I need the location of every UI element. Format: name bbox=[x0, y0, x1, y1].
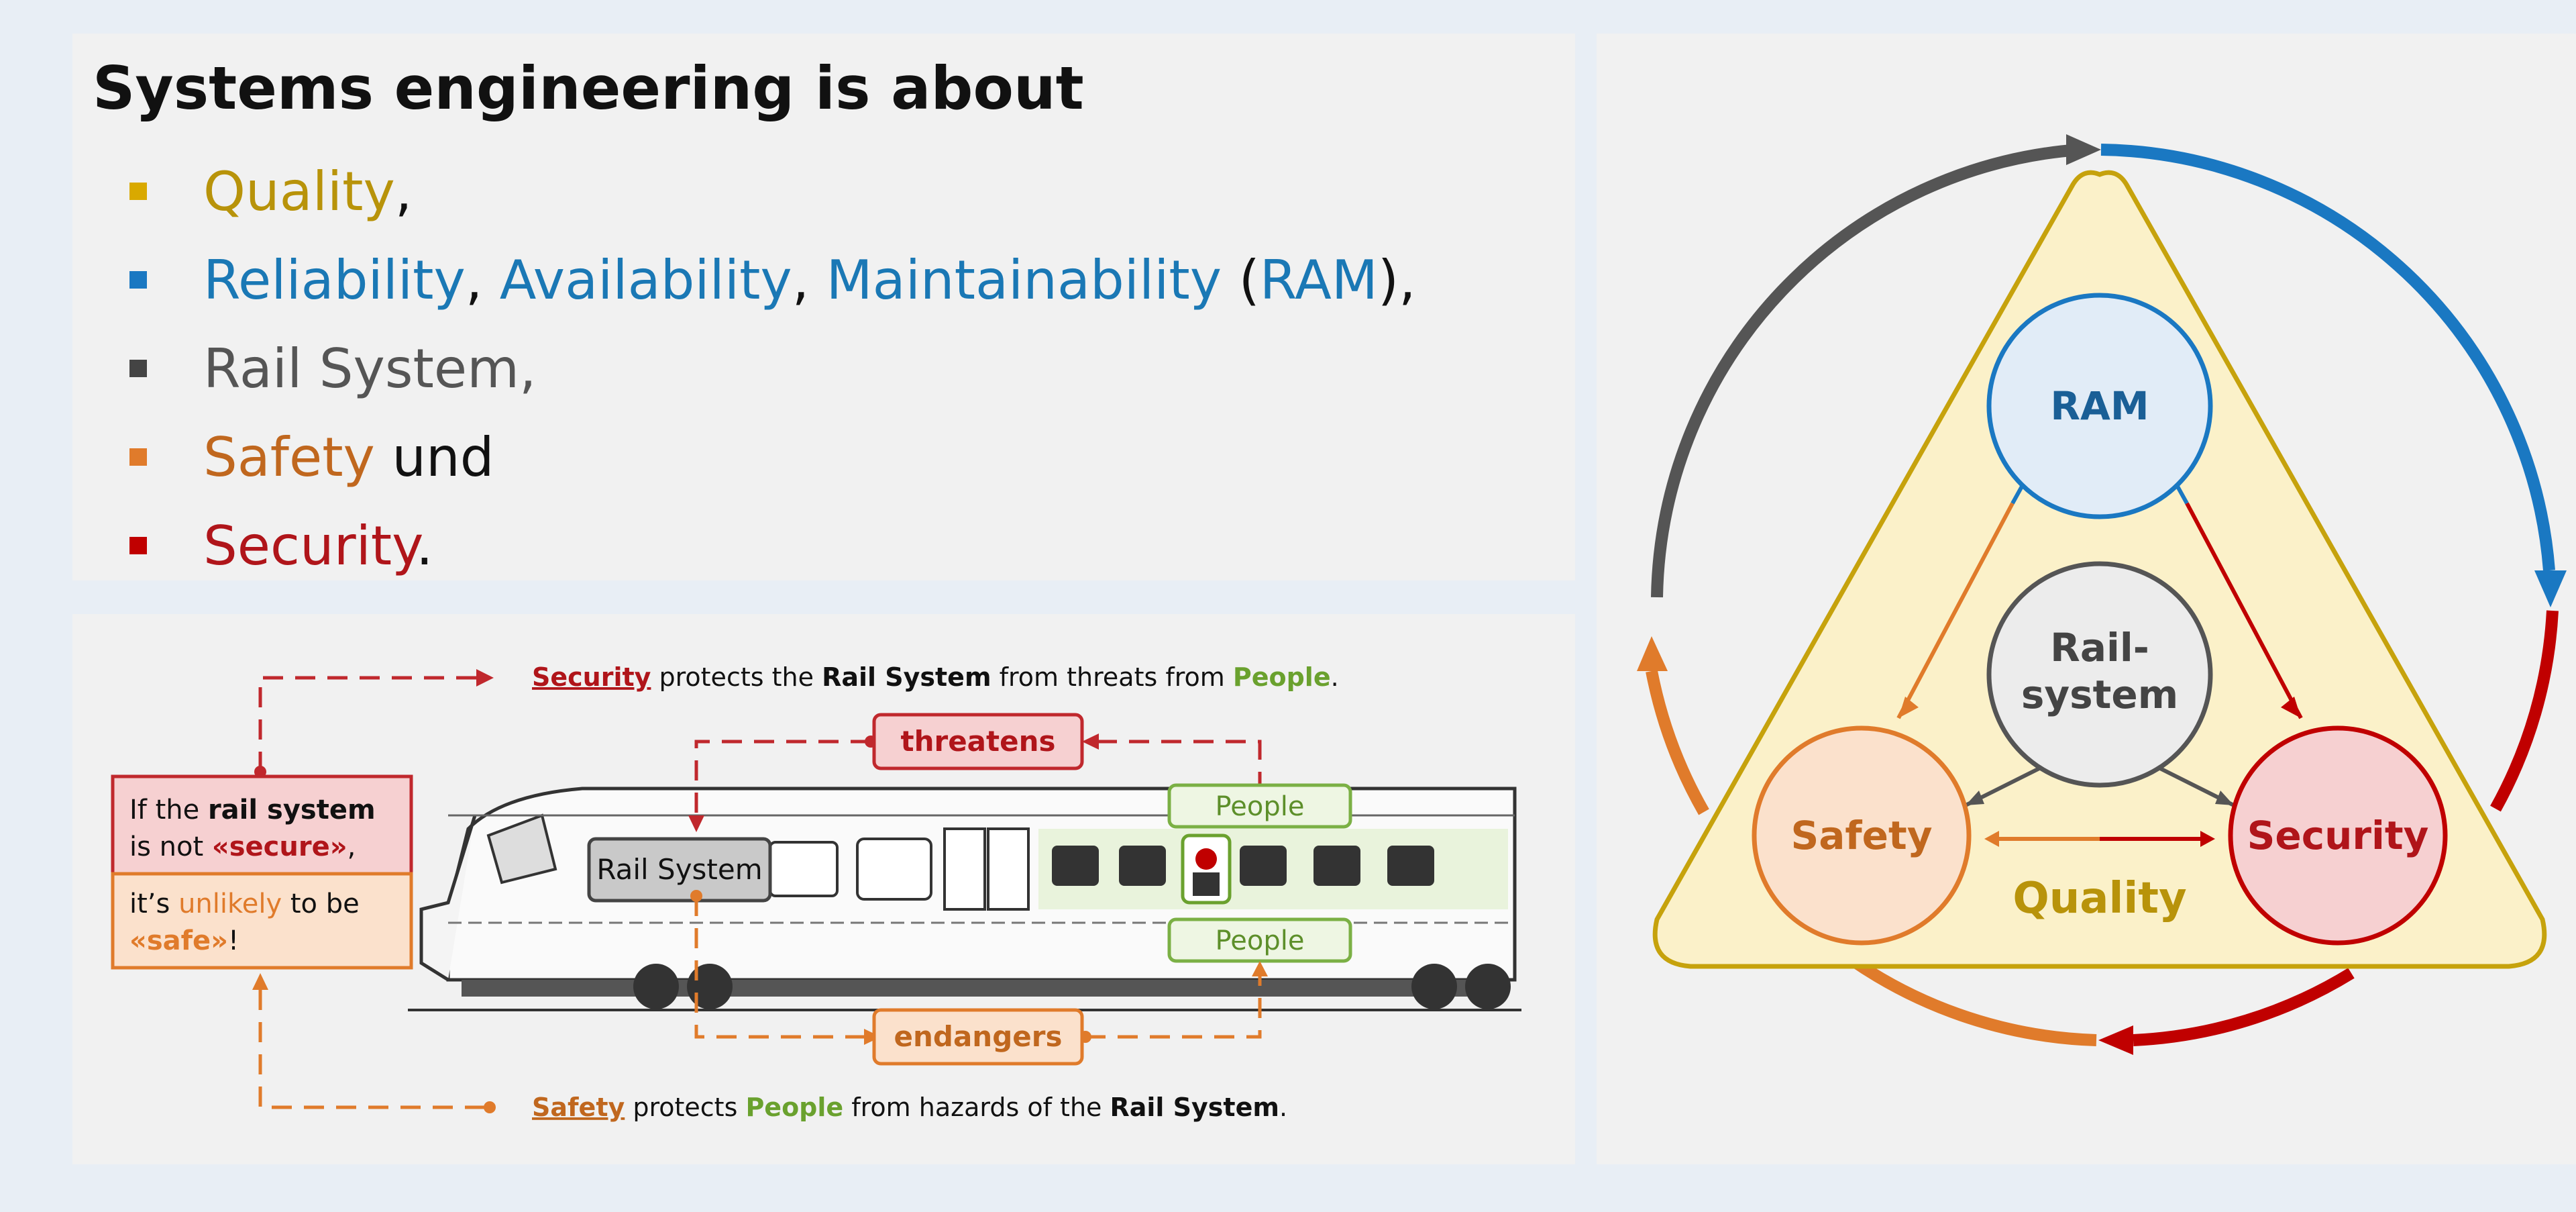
threatens-label: threatens bbox=[901, 725, 1056, 758]
panel-heading: Systems engineering is about bbox=[93, 54, 1084, 123]
topic-text: RAM bbox=[1259, 249, 1378, 311]
note-box-bottom bbox=[111, 872, 413, 970]
ring-arc-safety-bottom bbox=[1847, 954, 2097, 1046]
rail-label-line2: system bbox=[2021, 672, 2178, 717]
topics-panel: Systems engineering is about Quality,Rel… bbox=[72, 34, 1575, 580]
note-line-2: is not «secure», bbox=[129, 831, 356, 862]
security-arrowhead bbox=[476, 669, 494, 687]
topic-list: Quality,Reliability, Availability, Maint… bbox=[129, 148, 1416, 591]
note-box-top bbox=[111, 774, 413, 876]
topic-item: Quality, bbox=[129, 148, 1416, 236]
safety-path bbox=[258, 990, 490, 1109]
topic-text: und bbox=[374, 426, 494, 489]
note-line-1: If the rail system bbox=[129, 795, 376, 825]
rail-label-line1: Rail- bbox=[2050, 625, 2149, 670]
endangers-to-people-path bbox=[1085, 976, 1262, 1039]
topic-text: Availability bbox=[499, 249, 792, 311]
rail-system-box bbox=[587, 837, 772, 903]
ram-node bbox=[1986, 293, 2213, 519]
triad-diagram-panel: RAM Rail- system Safety Security Quality bbox=[1597, 34, 2576, 1164]
bullet-icon bbox=[129, 448, 147, 466]
topic-text: , bbox=[465, 249, 500, 311]
rail-system-diagram-panel: Security protects the Rail System from t… bbox=[72, 614, 1575, 1164]
note-line-3: it’s unlikely to be bbox=[129, 889, 360, 919]
endangers-label: endangers bbox=[894, 1020, 1063, 1053]
people-label-top: People bbox=[1216, 791, 1305, 822]
topic-text: Maintainability bbox=[826, 249, 1222, 311]
topic-text: ), bbox=[1377, 249, 1416, 311]
security-label: Security bbox=[2247, 813, 2429, 858]
bullet-icon bbox=[129, 183, 147, 200]
topic-text: , bbox=[394, 160, 413, 223]
bullet-icon bbox=[129, 360, 147, 377]
ring-arc-rail bbox=[1651, 144, 2080, 598]
bullet-icon bbox=[129, 537, 147, 554]
security-node bbox=[2228, 725, 2448, 946]
topic-text: Safety bbox=[203, 426, 375, 489]
topic-item: Safety und bbox=[129, 413, 1416, 502]
topic-text: , bbox=[792, 249, 826, 311]
topic-item: Reliability, Availability, Maintainabili… bbox=[129, 236, 1416, 325]
topic-item: Security. bbox=[129, 502, 1416, 591]
topic-text: Reliability bbox=[203, 249, 466, 311]
ring-arc-security-bottom bbox=[2133, 968, 2355, 1046]
ram-label: RAM bbox=[2050, 383, 2149, 429]
safety-node bbox=[1752, 725, 1972, 946]
note-line-4: «safe»! bbox=[129, 925, 239, 956]
threatens-badge bbox=[872, 713, 1084, 770]
security-path-arrow bbox=[258, 676, 476, 772]
quality-label: Quality bbox=[2012, 874, 2186, 923]
endangers-path bbox=[694, 896, 864, 1039]
ring-arc-security-right bbox=[2490, 610, 2559, 812]
people-label-bottom: People bbox=[1216, 925, 1305, 956]
ring-arc-safety-left bbox=[1646, 670, 1709, 815]
topic-text: Security bbox=[203, 515, 417, 577]
topic-text: . bbox=[416, 515, 433, 577]
threatens-path bbox=[1099, 740, 1262, 792]
triad-diagram: RAM Rail- system Safety Security Quality bbox=[1637, 134, 2567, 1055]
rail-system-label: Rail System bbox=[596, 853, 762, 886]
train-illustration bbox=[408, 787, 1521, 1011]
bullet-icon bbox=[129, 271, 147, 289]
ring-arc-ram bbox=[2100, 144, 2555, 571]
safety-sentence: Safety protects People from hazards of t… bbox=[532, 1093, 1287, 1122]
rail-system-diagram: Security protects the Rail System from t… bbox=[111, 662, 1521, 1122]
topic-text: Rail System, bbox=[203, 338, 537, 400]
threatens-to-rail-path bbox=[694, 740, 871, 815]
safety-label: Safety bbox=[1790, 813, 1932, 858]
security-sentence: Security protects the Rail System from t… bbox=[532, 662, 1339, 692]
topic-text: ( bbox=[1222, 249, 1260, 311]
topic-item: Rail System, bbox=[129, 325, 1416, 413]
people-box-top bbox=[1167, 783, 1352, 829]
endangers-badge bbox=[872, 1008, 1084, 1066]
topic-text: Quality bbox=[203, 160, 395, 223]
rail-system-node bbox=[1986, 561, 2213, 788]
